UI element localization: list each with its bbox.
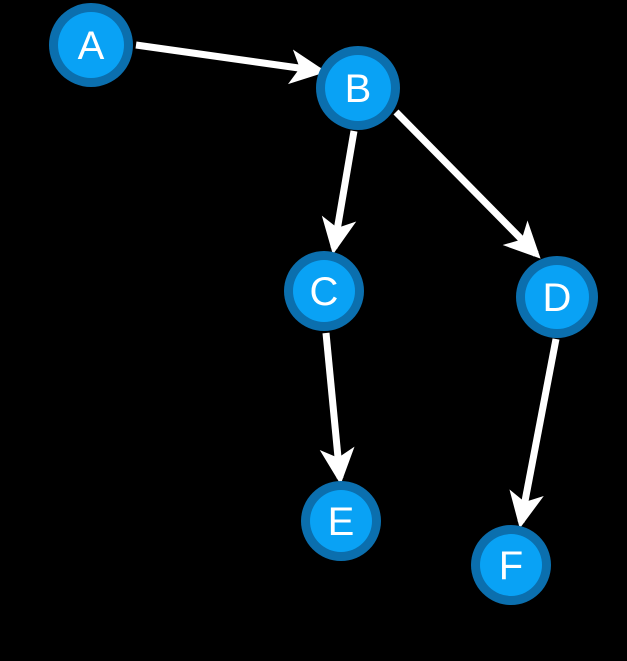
node-e-fill — [310, 490, 372, 552]
node-b[interactable]: B — [316, 46, 400, 130]
node-e-label: E — [328, 500, 355, 544]
node-d-fill — [525, 265, 589, 329]
edge-d-f[interactable] — [509, 338, 560, 529]
nodes-layer: A B C D E — [49, 3, 598, 605]
node-f-fill — [480, 534, 542, 596]
node-d[interactable]: D — [516, 256, 598, 338]
node-d-label: D — [543, 276, 572, 320]
node-f-label: F — [499, 544, 523, 588]
edge-a-b[interactable] — [135, 41, 327, 85]
node-a-label: A — [78, 24, 105, 68]
edge-b-d[interactable] — [393, 109, 541, 259]
node-e[interactable]: E — [301, 481, 381, 561]
node-f[interactable]: F — [471, 525, 551, 605]
node-b-label: B — [345, 67, 372, 111]
node-c-label: C — [310, 270, 339, 314]
node-b-fill — [325, 55, 391, 121]
edges-layer — [135, 41, 560, 529]
node-a[interactable]: A — [49, 3, 133, 87]
node-a-fill — [58, 12, 124, 78]
node-c-fill — [293, 260, 355, 322]
edge-c-e[interactable] — [319, 332, 355, 485]
node-c[interactable]: C — [284, 251, 364, 331]
edge-b-c[interactable] — [321, 130, 358, 255]
